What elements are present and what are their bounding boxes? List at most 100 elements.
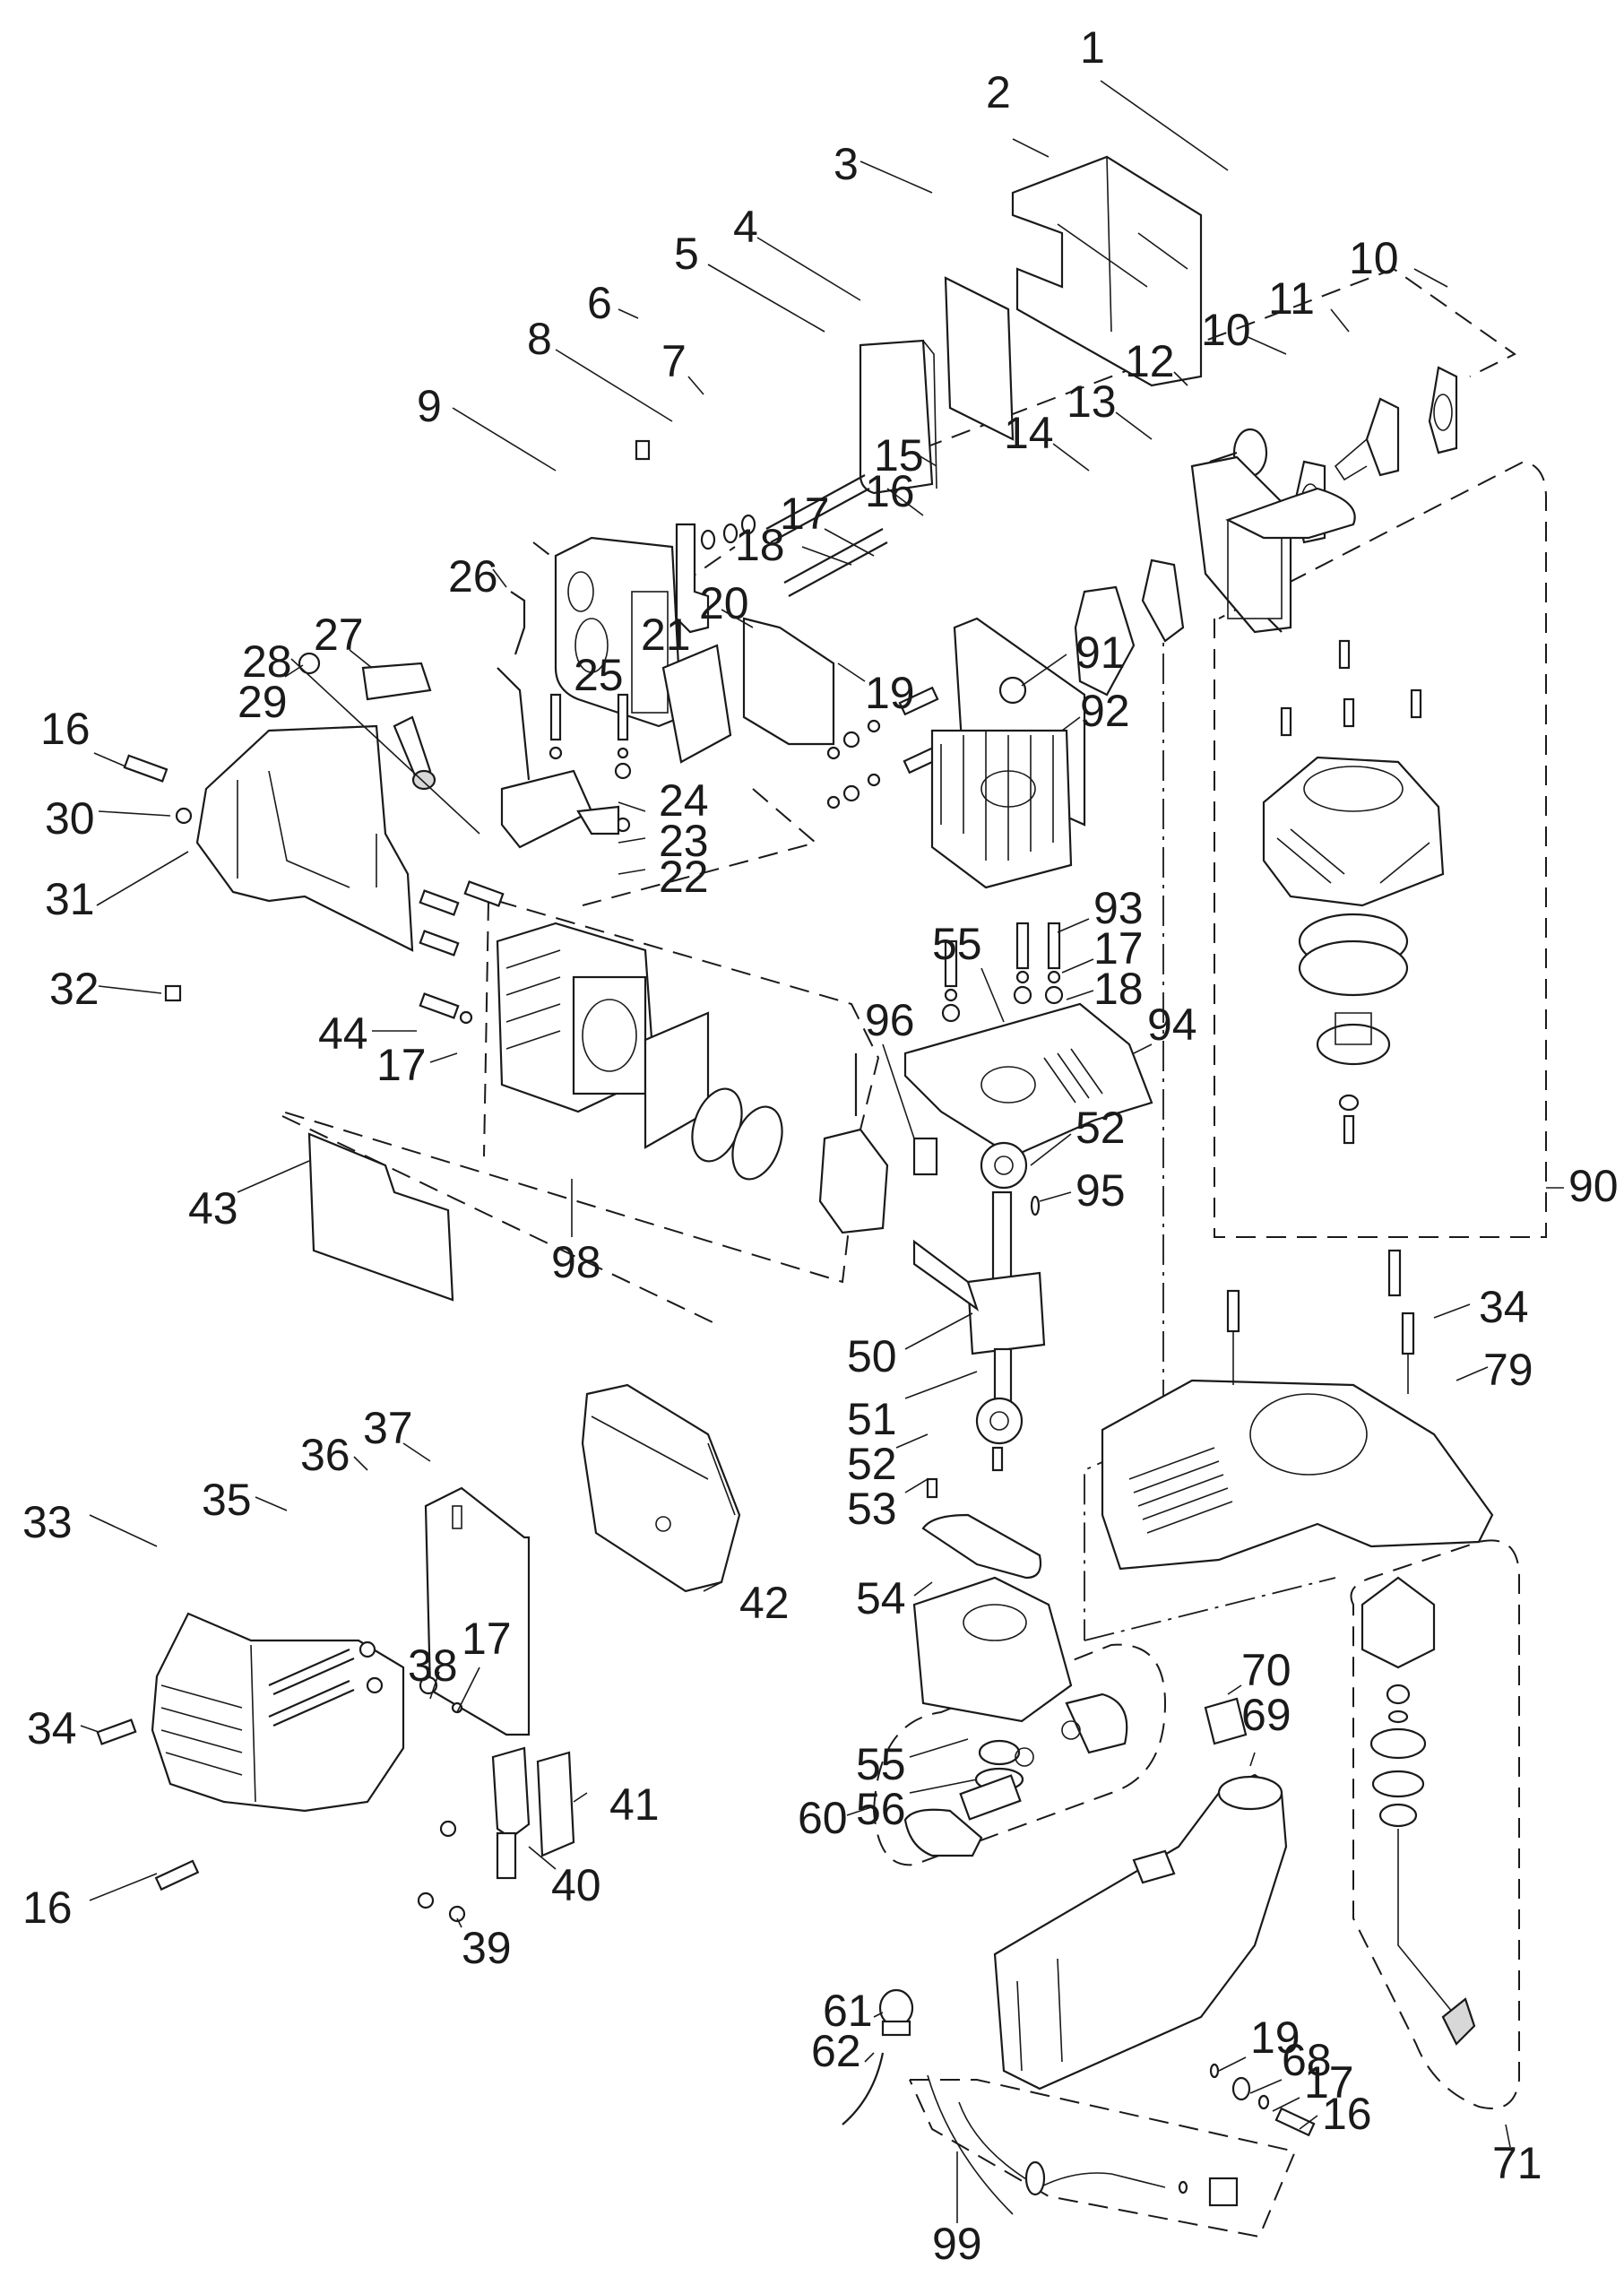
callout-92: 92 [1080, 686, 1130, 736]
callout-55b: 55 [856, 1739, 906, 1789]
leader-39 [456, 1917, 462, 1928]
leader-2 [1012, 138, 1050, 158]
part-piston [818, 1053, 889, 1234]
callout-labels: 1 2 3 4 5 6 7 8 9 10 11 10 12 13 14 15 1… [22, 22, 1619, 2269]
callout-11: 11 [1268, 273, 1315, 324]
leader-36 [353, 1456, 368, 1471]
part-61-primer-bulb [878, 1988, 914, 2037]
leader-7 [687, 376, 704, 395]
leader-38 [429, 1671, 440, 1700]
callout-2: 2 [986, 67, 1011, 117]
clutch-group-outline [872, 1643, 1167, 1866]
callout-10a: 10 [1201, 305, 1251, 355]
leader-62 [864, 2052, 875, 2063]
leader-40 [528, 1846, 557, 1870]
callout-30: 30 [45, 793, 95, 844]
part-55-oil-seal-lower [978, 1739, 1021, 1766]
part-41-muffler-plate [536, 1751, 575, 1857]
part-11-heat-plate [1334, 397, 1400, 481]
callout-26: 26 [448, 551, 498, 602]
callout-17a: 17 [780, 489, 830, 539]
part-38-nut [419, 1675, 438, 1695]
leader-60 [846, 1805, 875, 1816]
leader-29 [284, 664, 304, 678]
callout-70: 70 [1241, 1645, 1291, 1695]
fan-housing-guide-line [1084, 1577, 1336, 1641]
parts [96, 155, 1494, 2215]
callout-24: 24 [659, 775, 709, 826]
part-20-intake-manifold [742, 617, 835, 746]
callout-42: 42 [739, 1578, 790, 1628]
callout-40: 40 [551, 1860, 601, 1910]
part-tank-plug [1132, 1849, 1176, 1884]
leader-41 [573, 1792, 588, 1803]
callout-36: 36 [300, 1430, 350, 1480]
part-60-clutch [903, 1692, 1128, 1857]
part-96-needle-bearing [912, 1137, 938, 1176]
leader-31 [96, 851, 189, 906]
callout-68: 68 [1282, 2035, 1332, 2085]
leader-79 [1456, 1366, 1489, 1381]
part-52-dowel-pin-b [926, 1477, 938, 1499]
part-51-bearing-lower [975, 1397, 1024, 1445]
leader-16a [886, 488, 924, 516]
callout-33: 33 [22, 1497, 73, 1547]
leader-34b [80, 1725, 99, 1733]
part-26-27-ignition-coil [361, 591, 620, 849]
callout-50: 50 [847, 1331, 897, 1381]
callout-38: 38 [408, 1640, 458, 1691]
muffler-guide-line [281, 1115, 713, 1323]
leader-33 [89, 1514, 158, 1547]
part-7-spacers [700, 514, 756, 550]
callout-17b: 17 [376, 1040, 427, 1090]
callout-17e: 17 [1304, 2057, 1354, 2108]
callout-94: 94 [1147, 1000, 1197, 1050]
leader-16c [89, 1873, 158, 1901]
leader-10b [1413, 268, 1448, 288]
leader-11 [1330, 308, 1350, 333]
leader-lines [80, 80, 1564, 2223]
callout-29: 29 [238, 677, 288, 727]
callout-19a: 19 [865, 668, 915, 718]
part-13-gasket [1141, 558, 1185, 643]
part-4-filter-element [859, 339, 937, 495]
leader-55a [980, 967, 1005, 1023]
cylinder-group-outline [281, 900, 880, 1284]
leader-35 [255, 1496, 288, 1511]
leader-28 [290, 658, 480, 835]
leader-1 [1100, 80, 1229, 171]
part-34-fan-housing-bolts [1226, 1249, 1415, 1394]
leader-91 [1021, 654, 1067, 687]
part-54-crankcase-lower [912, 1576, 1073, 1723]
callout-16d: 16 [1322, 2089, 1372, 2139]
part-34-cover-bolt [96, 1718, 137, 1745]
leader-61 [873, 2012, 884, 2018]
callout-54: 54 [856, 1573, 906, 1623]
callout-22: 22 [659, 852, 709, 902]
callout-37: 37 [363, 1403, 413, 1453]
part-62-hose [842, 2052, 885, 2125]
leader-3 [860, 160, 933, 194]
leader-51 [904, 1371, 978, 1399]
leader-52a [1030, 1133, 1072, 1166]
part-6-screw [635, 439, 651, 461]
fuel-cap-group-outline [1350, 1539, 1520, 2109]
leader-30 [98, 810, 171, 817]
part-29-nut [298, 652, 321, 675]
callout-41: 41 [609, 1779, 660, 1830]
part-53-crankcase-gasket [921, 1513, 1042, 1580]
leader-53 [904, 1478, 929, 1493]
callout-4: 4 [733, 202, 758, 252]
callout-71: 71 [1492, 2138, 1542, 2188]
callout-51: 51 [847, 1394, 897, 1444]
leader-69 [1249, 1752, 1256, 1767]
callout-91: 91 [1075, 628, 1126, 678]
callout-21: 21 [641, 610, 691, 660]
callout-15: 15 [874, 430, 924, 480]
part-28-spark-plug [393, 715, 436, 791]
part-16-bolt-bottom [154, 1859, 200, 1891]
leader-55b [909, 1738, 969, 1758]
leader-68 [1249, 2079, 1283, 2094]
callout-34b: 34 [27, 1703, 77, 1753]
callout-60: 60 [798, 1793, 848, 1843]
